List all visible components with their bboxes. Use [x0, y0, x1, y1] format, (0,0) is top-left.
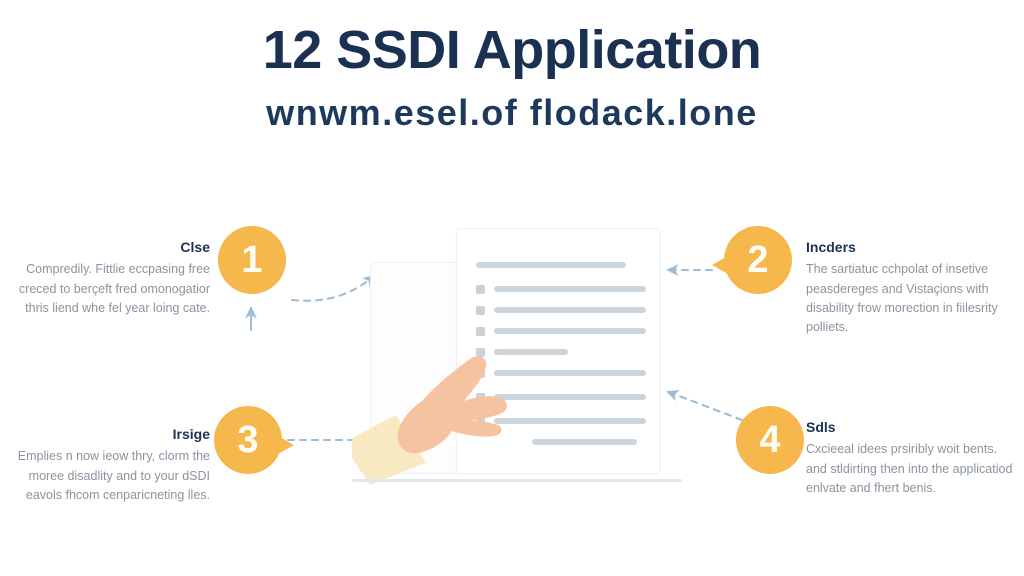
callout-body: Emplies n now ieow thry, clorm the moree… [17, 449, 210, 502]
checklist-bar [494, 394, 646, 400]
callout-step-1: Clse Compredily. Fittlie eccpasing free … [0, 238, 210, 318]
callout-heading: Irsige [172, 426, 210, 442]
checklist-bar [494, 349, 568, 355]
step-number-label: 2 [747, 239, 769, 281]
step-number-label: 1 [241, 239, 263, 281]
step-number-badge-4[interactable]: 4 [736, 406, 804, 474]
callout-heading: Sdls [806, 419, 836, 435]
checklist-row [476, 284, 646, 294]
callout-body: Compredily. Fittlie eccpasing free crece… [18, 262, 210, 315]
checklist-row [476, 416, 646, 426]
header: 12 SSDI Application wnwm.esel.of flodack… [0, 0, 1024, 132]
pointing-hand-illustration [352, 335, 552, 485]
checkbox-icon [476, 416, 485, 426]
callout-heading: Clse [180, 239, 210, 255]
checklist-bar [494, 370, 646, 376]
page-title: 12 SSDI Application [262, 20, 762, 80]
hand-shape [397, 356, 507, 454]
checkbox-icon [476, 347, 485, 357]
checklist-indent-row [476, 437, 646, 447]
document-title-bar [476, 262, 626, 268]
checklist-row [476, 347, 646, 357]
callout-heading: Incders [806, 239, 856, 255]
step-number-label: 4 [759, 419, 781, 461]
center-illustration [352, 220, 682, 500]
page-subtitle: wnwm.esel.of flodack.lone [266, 91, 758, 133]
step-number-badge-1[interactable]: 1 [218, 226, 286, 294]
speech-tail-icon [278, 436, 294, 454]
checklist-title-row [476, 260, 646, 270]
checklist-row [476, 326, 646, 336]
callout-step-2: Incders The sartiatuc cchpolat of inseti… [806, 238, 1018, 338]
checklist-bar [494, 328, 646, 334]
checkbox-icon [476, 305, 485, 315]
step-number-label: 3 [237, 419, 259, 461]
checklist-bar [494, 418, 646, 424]
ground-baseline [352, 479, 682, 482]
checkbox-icon [476, 284, 485, 294]
callout-step-3: Irsige Emplies n now ieow thry, clorm th… [0, 425, 210, 505]
step-number-badge-2[interactable]: 2 [712, 226, 792, 294]
speech-tail-icon [712, 256, 728, 274]
callout-step-4: Sdls Cxcieeal idees prsiribly woit bents… [806, 418, 1018, 498]
checklist-bar [532, 439, 637, 445]
checklist-row [476, 305, 646, 315]
callout-body: The sartiatuc cchpolat of insetive peasd… [806, 262, 998, 335]
checklist-bar [494, 307, 646, 313]
document-checklist [476, 260, 646, 458]
step-number-badge-3[interactable]: 3 [214, 406, 294, 474]
checklist-bar [494, 286, 646, 292]
checkbox-icon [476, 326, 485, 336]
callout-body: Cxcieeal idees prsiribly woit bents. and… [806, 442, 1013, 495]
